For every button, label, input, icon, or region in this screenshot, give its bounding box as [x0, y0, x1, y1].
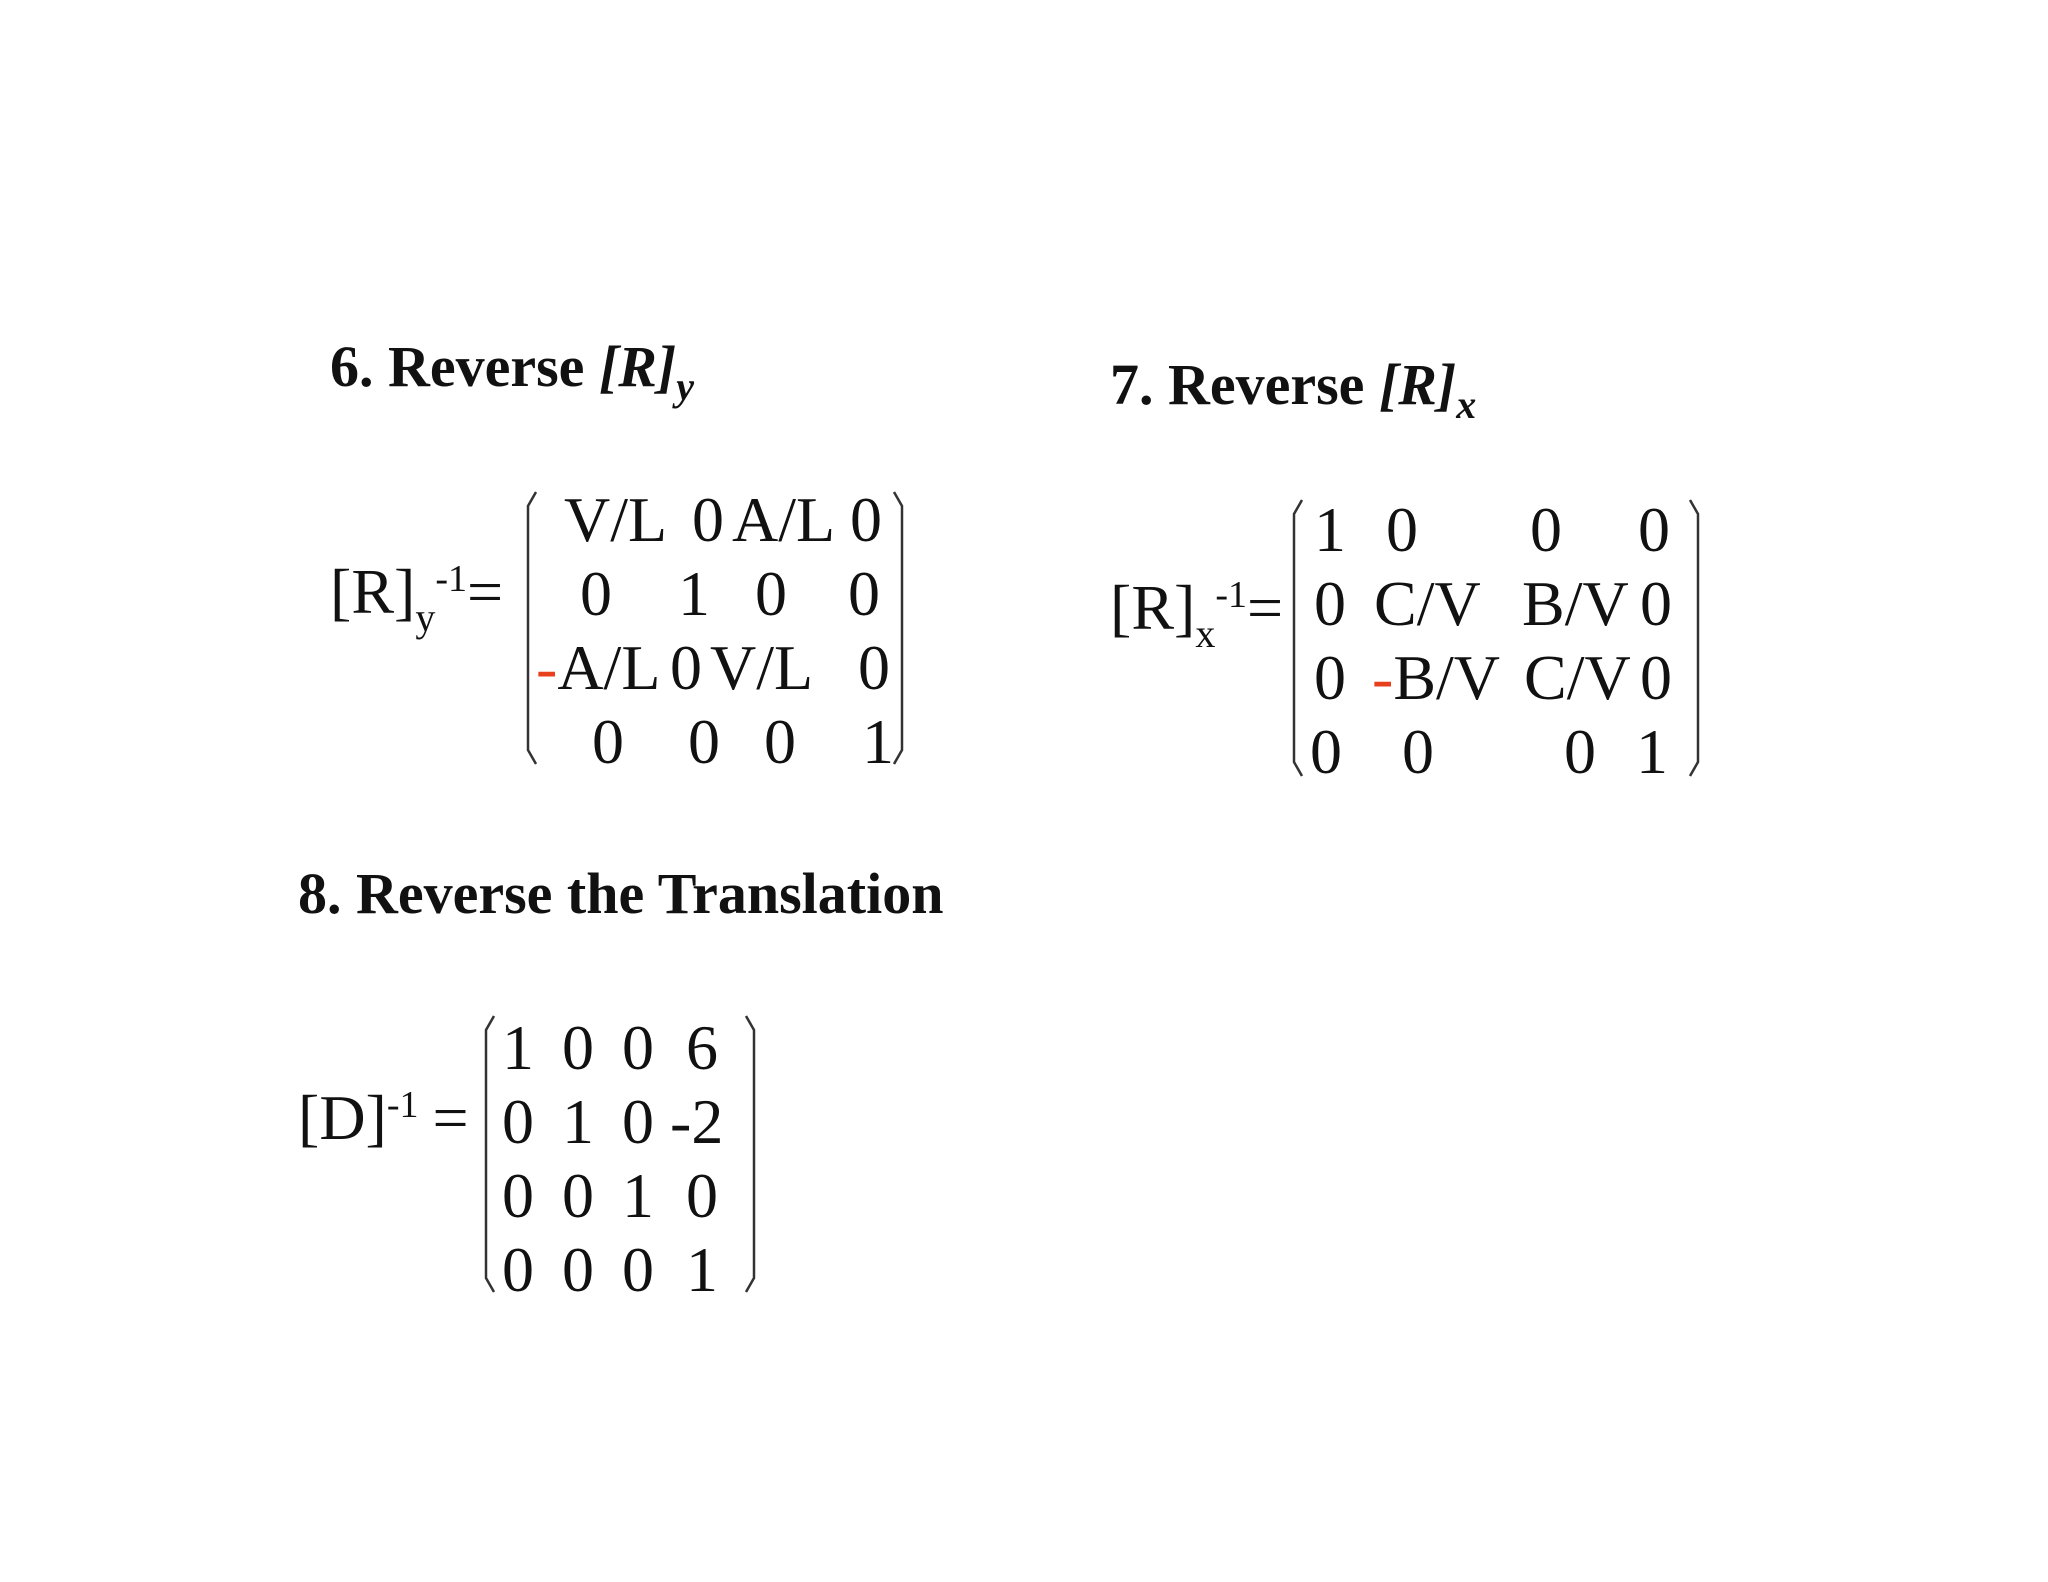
rx-cell-3-2: 0 [1564, 716, 1596, 787]
ry-cell-1-0: 0 [580, 558, 612, 629]
heading-6-prefix: 6. Reverse [330, 334, 599, 399]
ry-inverse-label: [R]y-1= [330, 558, 503, 638]
heading-7-prefix: 7. Reverse [1110, 352, 1379, 417]
d-cell-1-0: 0 [502, 1086, 534, 1157]
ry-cell-1-2: 0 [755, 558, 787, 629]
rx-cell-0-2: 0 [1530, 494, 1562, 565]
rx-cell-2-3: 0 [1640, 642, 1672, 713]
ry-inverse-matrix: V/L 0 A/L 0 0 1 0 0 -A/L 0 V/L 0 0 0 0 1 [520, 484, 910, 774]
ry-label-base: [R] [330, 556, 416, 627]
ry-left-bracket [526, 491, 538, 765]
rx-cell-1-3: 0 [1640, 568, 1672, 639]
d-label-base: [D] [298, 1082, 387, 1153]
rx-inverse-label: [R]x-1= [1110, 574, 1283, 654]
ry-cell-3-1: 0 [688, 706, 720, 777]
rx-inverse-matrix: 1 0 0 0 0 C/V B/V 0 0 -B/V C/V 0 0 0 0 1 [1286, 494, 1706, 784]
ry-cell-0-2: A/L [732, 484, 836, 555]
rx-negative-sign: - [1372, 642, 1394, 713]
d-label-sup: -1 [386, 1084, 419, 1126]
rx-left-bracket [1292, 499, 1304, 777]
ry-cell-1-1: 1 [678, 558, 710, 629]
heading-6-sub: y [676, 364, 695, 409]
ry-cell-2-1: 0 [670, 632, 702, 703]
d-cell-0-1: 0 [562, 1012, 594, 1083]
d-cell-3-1: 0 [562, 1234, 594, 1305]
rx-label-base: [R] [1110, 572, 1196, 643]
ry-label-equals: = [466, 556, 504, 627]
rx-cell-3-1: 0 [1402, 716, 1434, 787]
rx-cell-1-0: 0 [1314, 568, 1346, 639]
d-cell-0-0: 1 [502, 1012, 534, 1083]
rx-cell-2-2: C/V [1524, 642, 1631, 713]
ry-label-sup: -1 [435, 558, 467, 600]
d-cell-1-3: -2 [670, 1086, 724, 1157]
ry-cell-0-1: 0 [692, 484, 724, 555]
ry-cell-2-2: V/L [710, 632, 814, 703]
d-left-bracket [484, 1015, 496, 1293]
rx-cell-2-0: 0 [1314, 642, 1346, 713]
ry-cell-3-2: 0 [764, 706, 796, 777]
d-cell-0-3: 6 [686, 1012, 718, 1083]
d-cell-1-2: 0 [622, 1086, 654, 1157]
rx-right-bracket [1688, 499, 1700, 777]
rx-cell-2-1: -B/V [1372, 646, 1500, 710]
d-cell-2-0: 0 [502, 1160, 534, 1231]
rx-label-equals: = [1246, 572, 1284, 643]
ry-cell-0-0: V/L [564, 484, 668, 555]
heading-7-sub: x [1456, 382, 1477, 427]
heading-reverse-rx: 7. Reverse [R]x [1110, 356, 1476, 425]
ry-cell-2-3: 0 [858, 632, 890, 703]
rx-cell-0-3: 0 [1638, 494, 1670, 565]
rx-cell-1-2: B/V [1522, 568, 1629, 639]
d-label-equals: = [432, 1082, 469, 1153]
d-cell-3-3: 1 [686, 1234, 718, 1305]
rx-label-sup: -1 [1215, 574, 1247, 616]
ry-negative-sign: - [536, 632, 558, 703]
ry-cell-2-0-value: A/L [557, 632, 661, 703]
heading-6-symbol: [R] [598, 334, 677, 399]
ry-cell-3-3: 1 [862, 706, 894, 777]
d-cell-1-1: 1 [562, 1086, 594, 1157]
rx-cell-0-1: 0 [1386, 494, 1418, 565]
d-cell-3-2: 0 [622, 1234, 654, 1305]
ry-cell-1-3: 0 [848, 558, 880, 629]
d-inverse-matrix: 1 0 0 6 0 1 0 -2 0 0 1 0 0 0 0 1 [478, 1012, 762, 1302]
ry-cell-0-3: 0 [850, 484, 882, 555]
ry-right-bracket [892, 491, 904, 765]
d-cell-2-2: 1 [622, 1160, 654, 1231]
rx-cell-3-0: 0 [1310, 716, 1342, 787]
d-right-bracket [744, 1015, 756, 1293]
heading-reverse-translation: 8. Reverse the Translation [298, 865, 943, 923]
d-cell-3-0: 0 [502, 1234, 534, 1305]
rx-cell-1-1: C/V [1374, 568, 1481, 639]
rx-label-sub: x [1195, 611, 1216, 656]
rx-cell-0-0: 1 [1314, 494, 1346, 565]
d-inverse-label: [D]-1= [298, 1086, 469, 1150]
rx-cell-2-1-value: B/V [1393, 642, 1500, 713]
ry-cell-3-0: 0 [592, 706, 624, 777]
ry-label-sub: y [415, 595, 436, 640]
heading-8-text: 8. Reverse the Translation [298, 861, 944, 926]
d-cell-0-2: 0 [622, 1012, 654, 1083]
rx-cell-3-3: 1 [1636, 716, 1668, 787]
ry-cell-2-0: -A/L [536, 636, 660, 700]
heading-reverse-ry: 6. Reverse [R]y [330, 338, 694, 407]
d-cell-2-3: 0 [686, 1160, 718, 1231]
heading-7-symbol: [R] [1378, 352, 1457, 417]
d-cell-2-1: 0 [562, 1160, 594, 1231]
